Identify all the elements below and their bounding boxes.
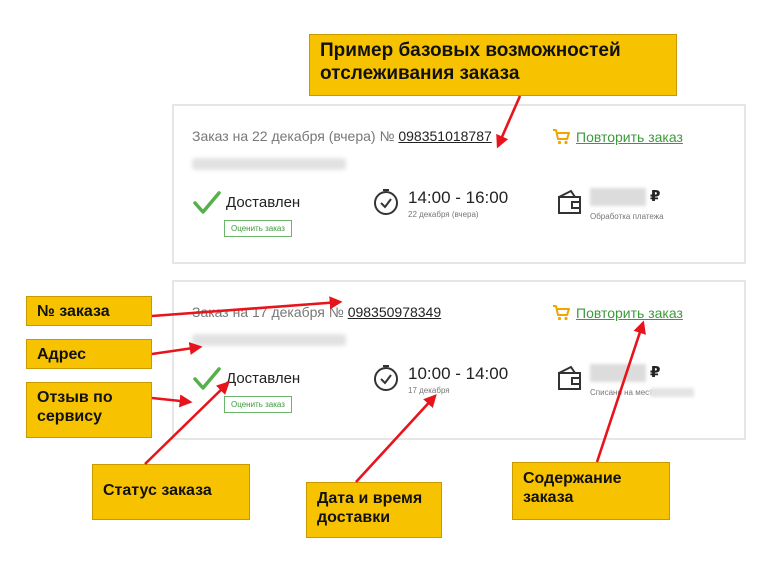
check-icon [193,367,221,390]
rate-order-button[interactable]: Оценить заказ [224,396,292,413]
order-title-prefix: Заказ на 22 декабря (вчера) № [192,128,395,144]
cart-icon [553,305,570,321]
order-number-link[interactable]: 098351018787 [398,128,492,144]
status-label: Доставлен [226,370,301,387]
wallet-icon [558,189,581,214]
check-icon [193,191,221,214]
currency-sign: ₽ [650,188,661,205]
callout-order-number: № заказа [26,296,152,326]
order-title-prefix: Заказ на 17 декабря № [192,304,344,320]
delivery-date: 17 декабря [408,386,450,395]
order-card: Заказ на 17 декабря № 098350978349 Повто… [172,280,746,440]
address-blurred [192,334,346,346]
status-label: Доставлен [226,194,301,211]
time-range: 10:00 - 14:00 [408,364,509,383]
callout-content: Содержание заказа [512,462,670,520]
payment-status: Списано на месте [590,388,658,397]
callout-address: Адрес [26,339,152,369]
clock-icon [374,365,398,391]
callout-title: Пример базовых возможностей отслеживания… [309,34,677,96]
delivery-date: 22 декабря (вчера) [408,210,479,219]
payment-amount-blurred [590,188,646,206]
repeat-order-label: Повторить заказ [576,305,683,321]
cart-icon [553,129,570,145]
repeat-order-link[interactable]: Повторить заказ [552,128,683,146]
repeat-order-link[interactable]: Повторить заказ [552,304,683,322]
clock-icon [374,189,398,215]
rate-order-button[interactable]: Оценить заказ [224,220,292,237]
time-range: 14:00 - 16:00 [408,188,509,207]
order-title: Заказ на 22 декабря (вчера) № 0983510187… [192,128,492,144]
order-title: Заказ на 17 декабря № 098350978349 [192,304,441,320]
repeat-order-label: Повторить заказ [576,129,683,145]
wallet-icon [558,365,581,390]
payment-amount-blurred [590,364,646,382]
order-number-link[interactable]: 098350978349 [347,304,442,320]
callout-review: Отзыв по сервису [26,382,152,438]
order-card: Заказ на 22 декабря (вчера) № 0983510187… [172,104,746,264]
callout-datetime: Дата и время доставки [306,482,442,538]
payment-status: Обработка платежа [590,212,664,221]
currency-sign: ₽ [650,364,661,381]
payment-detail-blurred [650,388,694,397]
address-blurred [192,158,346,170]
callout-status: Статус заказа [92,464,250,520]
